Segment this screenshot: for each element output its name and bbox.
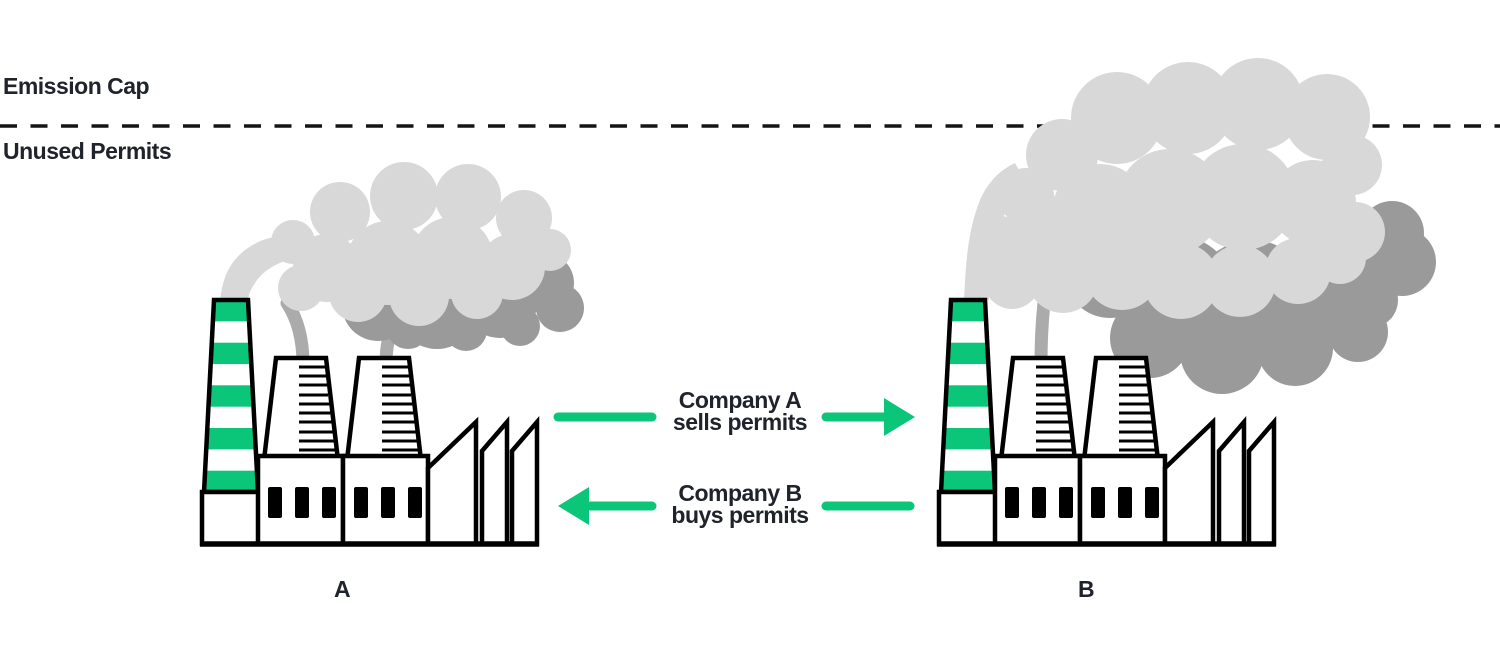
sell-caption-line2: sells permits xyxy=(672,409,808,435)
factory-a-structure xyxy=(199,297,540,547)
cooling-tower-hatch xyxy=(299,365,418,452)
sawtooth-roof xyxy=(425,415,540,547)
buy-caption-line1: Company B xyxy=(678,480,802,506)
factory-windows xyxy=(268,487,422,518)
smoke-cloud-a xyxy=(220,162,584,371)
factory-a-label: A xyxy=(333,576,351,602)
smoke-cloud-b xyxy=(964,58,1436,394)
sell-caption-line1: Company A xyxy=(678,387,802,413)
unused-permits-label: Unused Permits xyxy=(3,138,172,164)
cooling-tower xyxy=(261,355,341,463)
buy-permits-arrow xyxy=(558,487,915,525)
arrow-left-head xyxy=(558,487,589,525)
smoke-cloud-a-light xyxy=(271,162,571,326)
chimney-base xyxy=(199,489,263,547)
sell-permits-caption: Company A sells permits xyxy=(640,387,840,435)
cooling-tower xyxy=(344,355,424,463)
smoke-cloud-b-light xyxy=(973,58,1385,319)
factory-b-label: B xyxy=(1077,576,1095,602)
buy-permits-caption: Company B buys permits xyxy=(640,480,840,528)
sell-permits-arrow xyxy=(553,398,915,436)
arrow-right-head xyxy=(884,398,915,436)
buy-caption-line2: buys permits xyxy=(671,502,809,528)
emission-cap-label: Emission Cap xyxy=(3,73,150,99)
